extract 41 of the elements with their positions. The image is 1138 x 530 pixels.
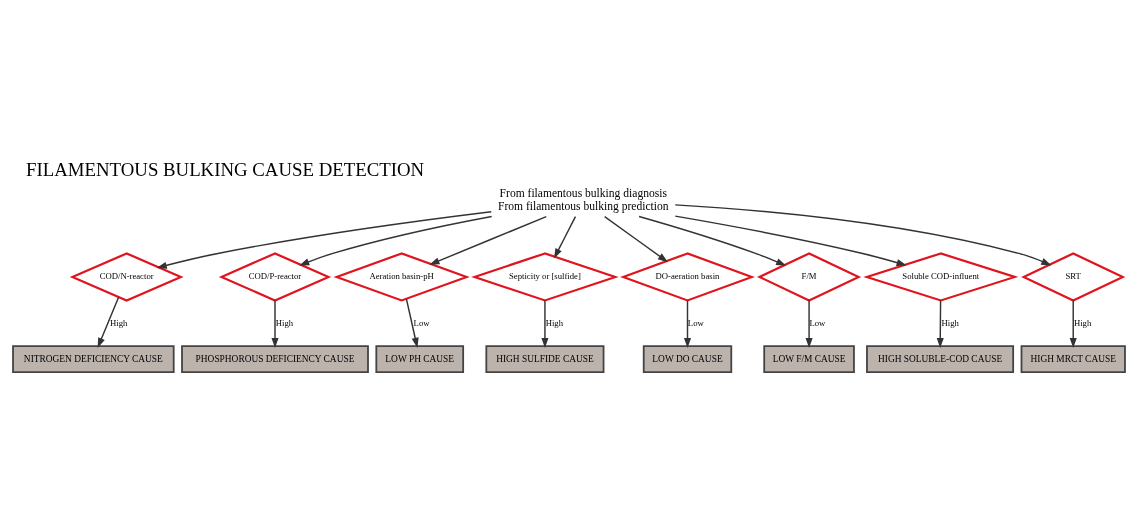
node-box: PHOSPHOROUS DEFICIENCY CAUSE bbox=[181, 345, 369, 373]
node-diamond: Septicity or [sulfide] bbox=[471, 252, 619, 302]
arrow bbox=[805, 299, 813, 349]
node-text: From filamentous bulking diagnosis From filamentous bulking prediction bbox=[498, 186, 669, 213]
arrow bbox=[97, 296, 120, 349]
node-diamond: Aeration basin-pH bbox=[333, 252, 470, 302]
node-box: HIGH SULFIDE CAUSE bbox=[485, 345, 605, 373]
arrow bbox=[638, 215, 787, 266]
edge-label: High bbox=[941, 317, 959, 328]
node-diamond: Soluble COD-influent bbox=[863, 252, 1019, 302]
arrow bbox=[541, 299, 549, 349]
node-diamond: COD/P-reactor bbox=[218, 252, 332, 302]
node-diamond: F/M bbox=[756, 252, 862, 302]
node-box: NITROGEN DEFICIENCY CAUSE bbox=[12, 345, 175, 373]
arrow bbox=[674, 215, 907, 266]
arrow bbox=[683, 299, 692, 349]
node-box: HIGH SOLUBLE-COD CAUSE bbox=[866, 345, 1015, 373]
arrow bbox=[429, 215, 548, 265]
arrow bbox=[936, 299, 944, 349]
arrow bbox=[405, 298, 419, 348]
node-diamond: SRT bbox=[1021, 252, 1126, 302]
node-box: LOW PH CAUSE bbox=[375, 345, 465, 373]
edge-label: Low bbox=[809, 317, 826, 328]
edge-label: Low bbox=[687, 317, 704, 328]
node-diamond: COD/N-reactor bbox=[69, 252, 184, 302]
node-box: LOW DO CAUSE bbox=[642, 345, 733, 373]
arrow bbox=[553, 215, 577, 259]
edge-label: Low bbox=[413, 317, 430, 328]
diagram-title: FILAMENTOUS BULKING CAUSE DETECTION bbox=[26, 158, 425, 180]
edge-label: High bbox=[545, 317, 564, 328]
arrow bbox=[603, 215, 668, 263]
edge-label: High bbox=[110, 317, 128, 328]
arrow bbox=[674, 204, 1052, 266]
arrow bbox=[271, 299, 279, 349]
arrow bbox=[156, 211, 492, 269]
node-box: LOW F/M CAUSE bbox=[763, 345, 855, 373]
edge-label: High bbox=[275, 317, 294, 328]
arrow bbox=[1069, 299, 1077, 349]
node-box: HIGH MRCT CAUSE bbox=[1020, 345, 1126, 373]
arrow bbox=[299, 215, 493, 266]
edge-label: High bbox=[1073, 317, 1092, 328]
